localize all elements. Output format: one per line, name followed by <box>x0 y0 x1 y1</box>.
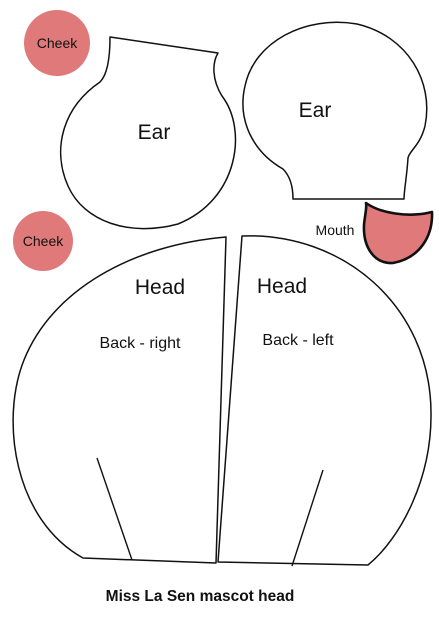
ear-left-label: Ear <box>138 121 171 144</box>
cheek-left-shape <box>13 211 73 271</box>
mouth-shape <box>362 201 434 265</box>
ear-right-piece: Ear <box>242 21 428 200</box>
ear-right-shape <box>242 21 428 200</box>
head-back-right-piece: Head Back - right <box>12 236 227 564</box>
mouth-piece: Mouth <box>316 201 434 265</box>
cheek-left-piece: Cheek <box>13 211 73 271</box>
head-back-left-shape <box>217 235 432 566</box>
dart-line-left <box>96 457 133 561</box>
cheek-top-shape <box>24 10 90 76</box>
head-right-label: Head <box>257 275 307 298</box>
back-left-label: Back - left <box>262 332 334 349</box>
head-back-right-shape <box>12 236 227 564</box>
ear-left-piece: Ear <box>59 36 237 230</box>
caption: Miss La Sen mascot head <box>106 588 295 605</box>
ear-right-label: Ear <box>299 99 332 122</box>
head-left-label: Head <box>135 276 185 299</box>
dart-line-right <box>291 469 324 567</box>
ear-left-shape <box>59 36 237 230</box>
cheek-left-label: Cheek <box>23 233 64 249</box>
cheek-top-label: Cheek <box>37 35 78 51</box>
head-back-left-piece: Head Back - left <box>217 235 432 567</box>
mouth-label: Mouth <box>316 222 355 238</box>
back-right-label: Back - right <box>100 335 181 352</box>
cheek-top-piece: Cheek <box>24 10 90 76</box>
